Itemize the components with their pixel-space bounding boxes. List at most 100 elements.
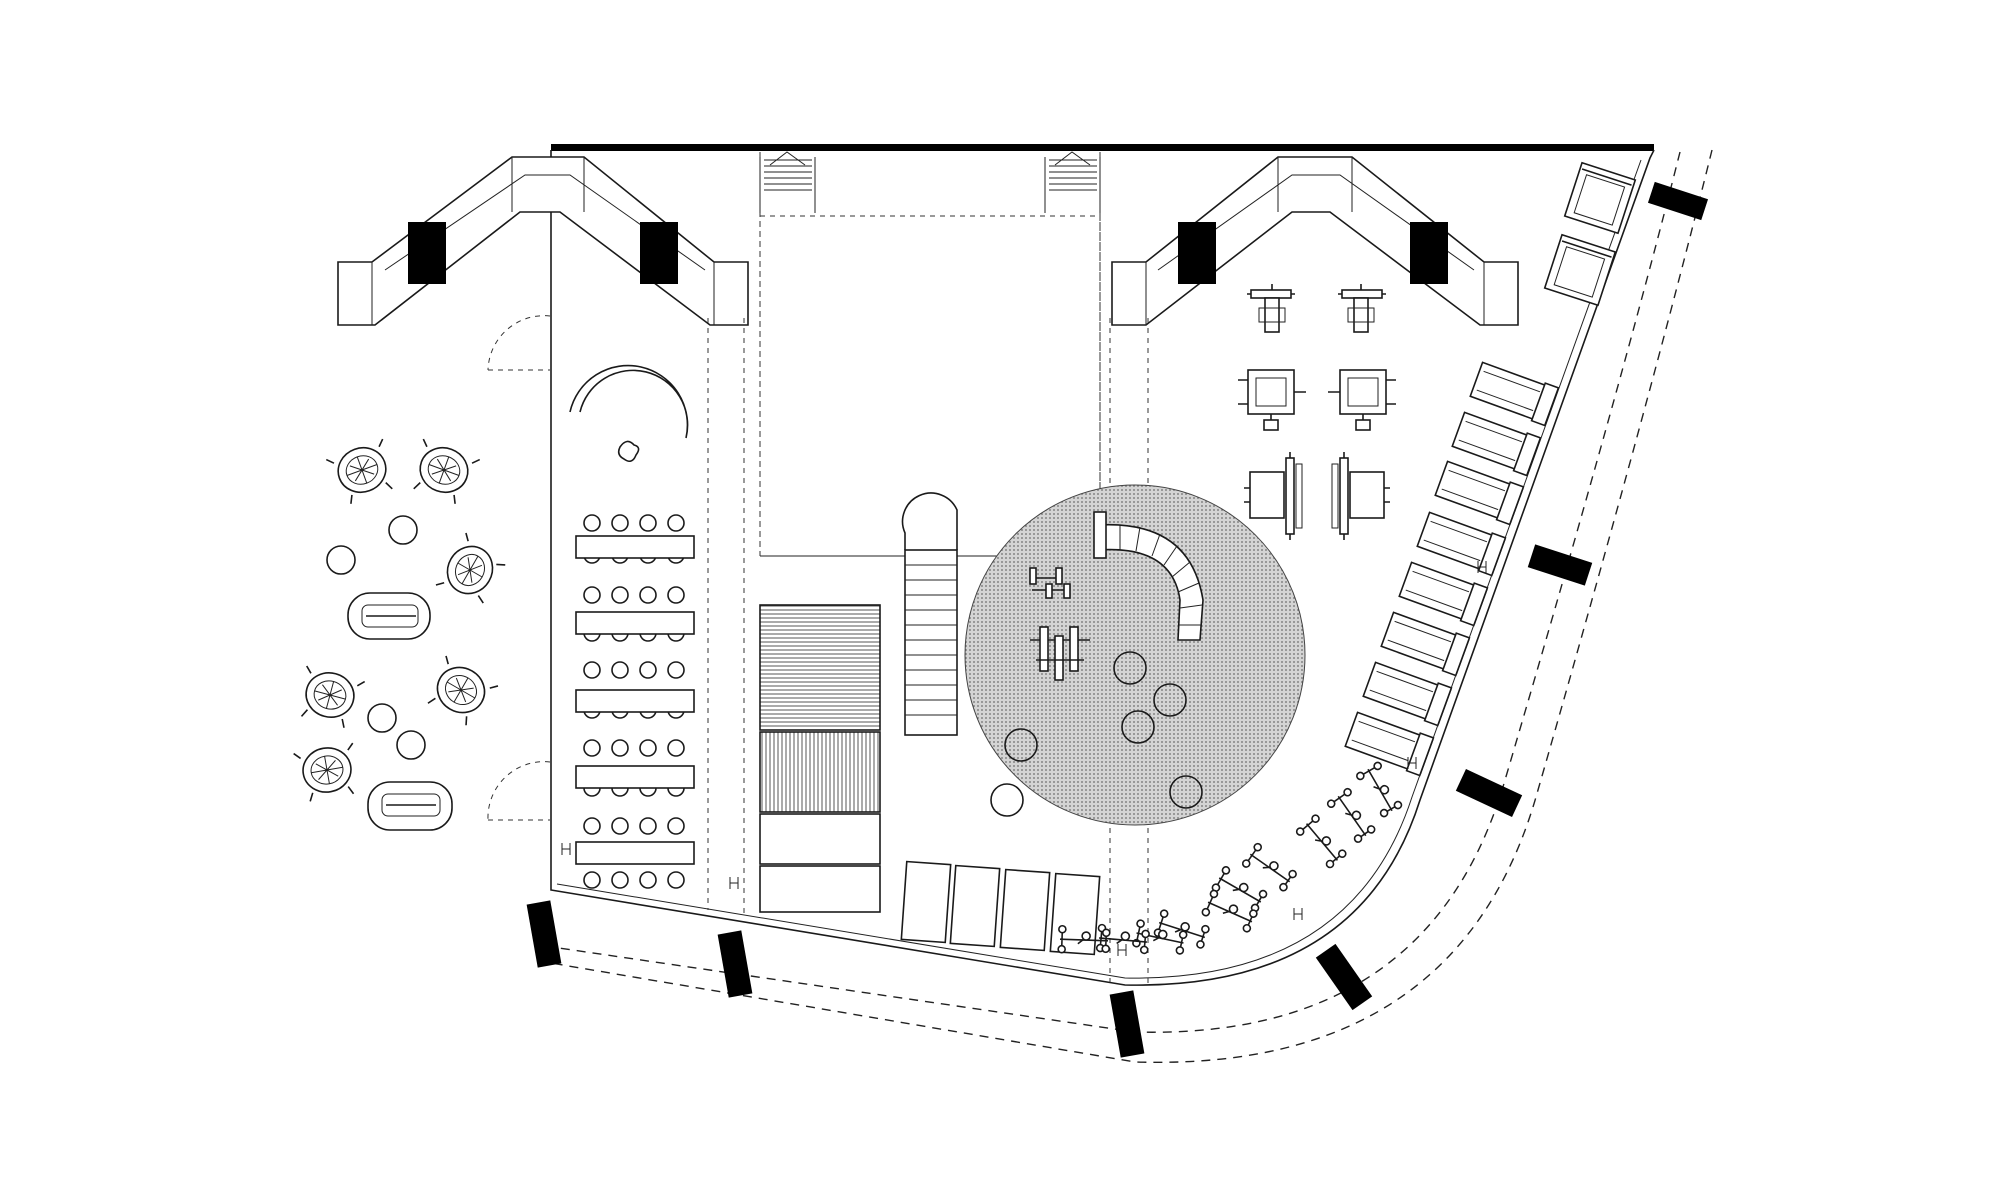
dumbbell-icon (1029, 567, 1071, 599)
weight-machine-icon (1331, 452, 1390, 540)
stool-icon (388, 515, 418, 545)
bench-icon (759, 731, 881, 813)
stability-ball-icon (1004, 728, 1038, 762)
stool-icon (326, 545, 356, 575)
stool-icon (396, 730, 426, 760)
exercise-bike-icon (1057, 924, 1111, 954)
stool-icon (667, 871, 685, 889)
stool-icon (611, 661, 629, 679)
weight-machine-icon (1244, 452, 1303, 540)
stability-ball-icon (1121, 710, 1155, 744)
left-chevron-canopy (337, 156, 749, 326)
column-icon (1455, 769, 1523, 817)
treadmill-icon (1434, 460, 1525, 526)
stability-ball-icon (1153, 683, 1187, 717)
treadmills (1344, 161, 1637, 777)
atrium-void (759, 151, 1101, 557)
bench-icon (759, 813, 881, 865)
slide-icon (1093, 511, 1204, 641)
bench-icon (759, 865, 881, 913)
exercise-bike-icon (1326, 787, 1376, 843)
treadmill-icon (1416, 511, 1507, 577)
treadmill-icon (1344, 711, 1435, 777)
stability-ball-icon (1113, 651, 1147, 685)
mat-icon (900, 860, 952, 944)
exercise-mats (900, 860, 1101, 956)
column-icon (1109, 990, 1145, 1058)
studio-seating (575, 514, 695, 889)
column-icon (1315, 943, 1373, 1011)
walkway-outer-dashed (544, 151, 1681, 1033)
stool-icon (583, 739, 601, 757)
exercise-bike-icon (1201, 889, 1258, 933)
north-wall (551, 144, 1654, 151)
lounge-chair-icon (427, 655, 499, 726)
stair-icon (759, 151, 816, 213)
sauna-benches (759, 604, 881, 913)
stool-icon (367, 703, 397, 733)
stool-icon (583, 871, 601, 889)
spiral-stair-icon (569, 364, 689, 463)
weight-machine-icon (1247, 284, 1295, 333)
stool-icon (611, 739, 629, 757)
stool-icon (583, 586, 601, 604)
weight-machine-icon (1338, 284, 1386, 333)
stool-icon (611, 871, 629, 889)
lounge-chair-icon (325, 438, 393, 504)
stability-ball-icon (1169, 775, 1203, 809)
door-swing-icon (487, 315, 551, 371)
treadmill-icon (1543, 233, 1617, 307)
table-icon (575, 611, 695, 635)
mat-icon (1049, 872, 1101, 956)
free-weight-zone (964, 484, 1306, 826)
treadmill-icon (1451, 411, 1542, 477)
stool-icon (667, 817, 685, 835)
building-outline-inner (556, 159, 1642, 979)
building-outline (550, 149, 1655, 986)
lounge-chair-icon (435, 532, 506, 604)
stool-icon (639, 739, 657, 757)
exercise-bike-icon (1095, 923, 1150, 955)
exterior-columns (526, 181, 1709, 1058)
stool-icon (639, 586, 657, 604)
table-icon (575, 841, 695, 865)
stool-icon (667, 586, 685, 604)
column-icon (1527, 544, 1593, 586)
weight-machines (1238, 284, 1396, 540)
fixture-marks (561, 561, 1487, 956)
treadmill-icon (1563, 161, 1637, 235)
sofa-icon (347, 592, 431, 640)
weight-machine-icon (1238, 369, 1306, 431)
sofa-icon (367, 781, 453, 831)
stool-icon (611, 586, 629, 604)
treadmill-icon (1362, 661, 1453, 727)
treadmill-icon (1398, 561, 1489, 627)
mat-icon (949, 864, 1001, 948)
stool-icon (639, 817, 657, 835)
column-icon (1647, 181, 1709, 221)
column-icon (640, 222, 678, 284)
exercise-bike-icon (1356, 761, 1403, 818)
bench-icon (759, 604, 881, 731)
column-icon (1178, 222, 1216, 284)
column-icon (408, 222, 446, 284)
mat-icon (999, 868, 1051, 952)
exercise-bike-icon (1241, 842, 1297, 892)
stool-icon (667, 661, 685, 679)
column-icon (526, 900, 562, 968)
lounge-chair-icon (293, 742, 355, 802)
column-icon (1410, 222, 1448, 284)
stool-icon (611, 817, 629, 835)
stair-icon (901, 492, 958, 736)
stair-icon (1044, 151, 1101, 213)
exercise-bike-icon (1211, 866, 1268, 913)
exercise-bikes (1057, 761, 1403, 955)
lounge-chair-icon (413, 438, 481, 504)
weight-machine-icon (1328, 369, 1396, 431)
lounge-area (293, 315, 551, 831)
stability-ball-icon (990, 783, 1024, 817)
stool-icon (639, 514, 657, 532)
stool-icon (639, 661, 657, 679)
stool-icon (583, 514, 601, 532)
